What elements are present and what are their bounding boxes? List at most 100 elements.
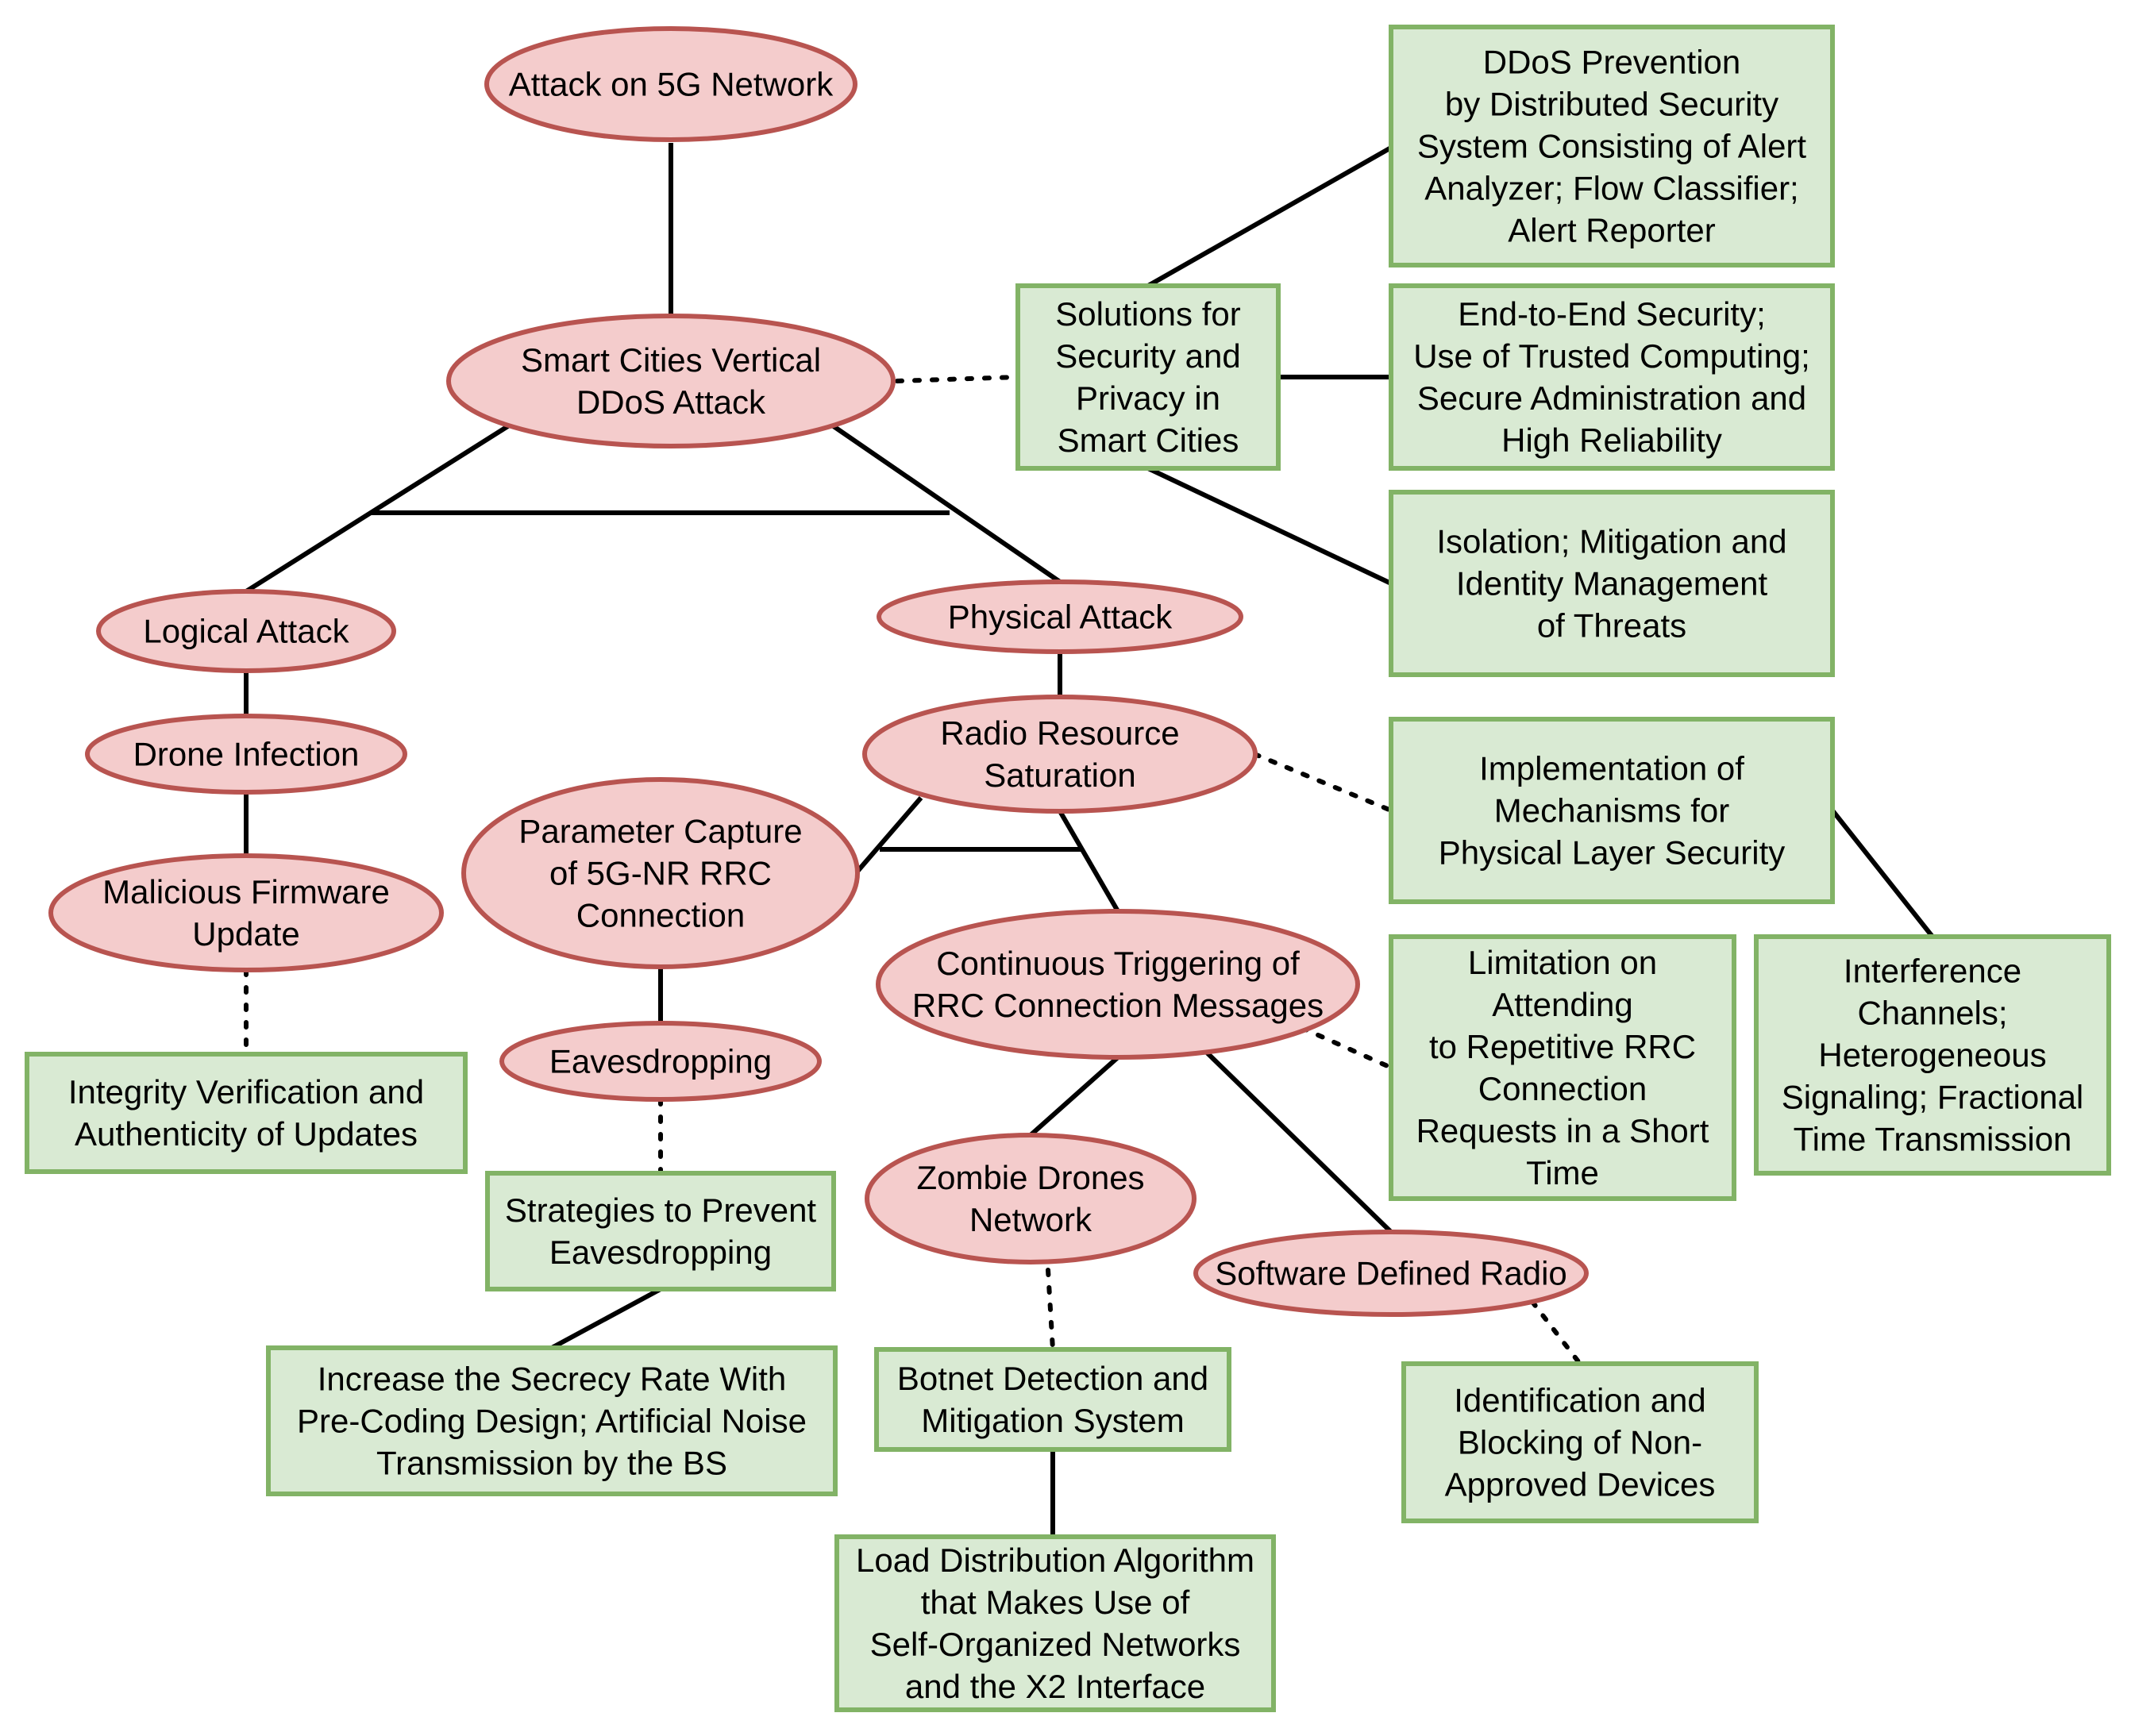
botnet-detection-label-line: Mitigation System (921, 1402, 1184, 1439)
load-distribution-box (834, 1534, 1276, 1712)
end-to-end-label-line: High Reliability (1501, 421, 1722, 459)
edge-radio-resource-to-continuous-triggering (1058, 810, 1120, 913)
identification-blocking-label-line: Identification and (1454, 1382, 1706, 1419)
zombie-drones-label-line: Zombie Drones (916, 1159, 1144, 1196)
edge-solutions-smart-cities-to-ddos-prevention (1146, 145, 1393, 288)
node-physical-attack: Physical Attack (877, 579, 1243, 654)
isolation-label-line: Isolation; Mitigation and (1436, 523, 1786, 560)
ddos-prevention-label-line: DDoS Prevention (1483, 44, 1741, 81)
physical-attack-ellipse (877, 579, 1243, 654)
radio-resource-label-line: Radio Resource (940, 714, 1179, 752)
physical-layer-security-label-line: Physical Layer Security (1439, 834, 1786, 872)
end-to-end-label-line: End-to-End Security; (1458, 295, 1766, 333)
limitation-rrc-label-line: Time (1526, 1154, 1599, 1191)
load-distribution-label-line: Load Distribution Algorithm (856, 1542, 1254, 1579)
edge-smart-cities-to-logical-attack (245, 421, 514, 594)
node-ddos-prevention: DDoS Prevention by Distributed SecuritySy… (1389, 25, 1835, 268)
integrity-verification-label-line: Integrity Verification and (68, 1073, 424, 1111)
edge-physical-layer-security-to-interference-channels (1830, 809, 1935, 938)
ddos-prevention-label-line: System Consisting of Alert (1417, 128, 1807, 165)
edge-software-defined-radio-to-identification-blocking (1530, 1299, 1582, 1366)
physical-layer-security-box (1389, 717, 1835, 904)
edge-zombie-drones-to-botnet-detection (1046, 1268, 1055, 1352)
secrecy-rate-label-line: Increase the Secrecy Rate With (318, 1361, 787, 1398)
node-secrecy-rate: Increase the Secrecy Rate WithPre-Coding… (266, 1345, 838, 1496)
ddos-prevention-label-line: by Distributed Security (1445, 86, 1778, 123)
smart-cities-label-line: Smart Cities Vertical (521, 341, 821, 379)
limitation-rrc-label-line: Connection (1478, 1070, 1647, 1107)
radio-resource-label-line: Saturation (984, 756, 1135, 794)
limitation-rrc-label-line: to Repetitive RRC (1429, 1028, 1696, 1065)
solutions-smart-cities-label-line: Privacy in (1076, 379, 1220, 417)
node-eavesdropping: Eavesdropping (499, 1021, 822, 1102)
edge-smart-cities-to-solutions-smart-cities (895, 375, 1020, 383)
edge-smart-cities-to-physical-attack (827, 421, 1062, 584)
continuous-triggering-label-line: Continuous Triggering of (936, 945, 1300, 982)
strategies-eavesdropping-label-line: Strategies to Prevent (505, 1191, 817, 1229)
interference-channels-label-line: Interference (1844, 953, 2021, 990)
end-to-end-box (1389, 283, 1835, 471)
botnet-detection-box (874, 1347, 1231, 1452)
edge-continuous-triggering-to-software-defined-radio (1204, 1050, 1393, 1234)
solutions-smart-cities-label-line: Security and (1055, 337, 1240, 375)
node-logical-attack: Logical Attack (96, 589, 396, 673)
parameter-capture-label-line: Connection (576, 897, 745, 934)
strategies-eavesdropping-box (485, 1171, 836, 1291)
edges-layer (244, 143, 1935, 1537)
eavesdropping-label-line: Eavesdropping (549, 1043, 772, 1080)
botnet-detection-label-line: Botnet Detection and (897, 1360, 1208, 1397)
interference-channels-label-line: Signaling; Fractional (1782, 1079, 2084, 1116)
identification-blocking-box (1401, 1361, 1759, 1523)
node-root: Attack on 5G Network (484, 26, 857, 142)
limitation-rrc-label-line: Limitation on (1468, 944, 1657, 981)
root-ellipse (484, 26, 857, 142)
interference-channels-box (1754, 934, 2111, 1176)
parameter-capture-ellipse (461, 777, 860, 969)
edge-continuous-triggering-to-zombie-drones (1029, 1055, 1119, 1137)
node-drone-infection: Drone Infection (85, 714, 407, 795)
isolation-box (1389, 490, 1835, 677)
malicious-firmware-ellipse (48, 853, 444, 972)
end-to-end-label-line: Secure Administration and (1417, 379, 1806, 417)
zombie-drones-ellipse (865, 1133, 1197, 1264)
integrity-verification-box (25, 1052, 468, 1174)
interference-channels-label-line: Channels; (1857, 995, 2007, 1032)
integrity-verification-label-line: Authenticity of Updates (75, 1115, 418, 1153)
solutions-smart-cities-label-line: Smart Cities (1058, 421, 1239, 459)
edge-continuous-triggering-to-limitation-rrc (1300, 1026, 1393, 1070)
solutions-smart-cities-label-line: Solutions for (1055, 295, 1240, 333)
node-software-defined-radio: Software Defined Radio (1193, 1230, 1589, 1317)
smart-cities-ellipse (446, 314, 896, 448)
malicious-firmware-label-line: Malicious Firmware (102, 873, 390, 910)
physical-layer-security-label-line: Implementation of (1479, 750, 1744, 787)
ddos-prevention-label-line: Analyzer; Flow Classifier; (1424, 170, 1798, 207)
interference-channels-label-line: Heterogeneous (1818, 1037, 2046, 1074)
root-label-line: Attack on 5G Network (509, 66, 834, 103)
edge-strategies-eavesdropping-to-secrecy-rate (550, 1287, 662, 1350)
isolation-label-line: Identity Management (1456, 565, 1768, 602)
logical-attack-ellipse (96, 589, 396, 673)
secrecy-rate-box (266, 1345, 838, 1496)
secrecy-rate-label-line: Transmission by the BS (376, 1445, 727, 1482)
drone-infection-label-line: Drone Infection (133, 736, 360, 773)
identification-blocking-label-line: Blocking of Non- (1458, 1424, 1702, 1461)
parameter-capture-label-line: of 5G-NR RRC (549, 855, 772, 892)
strategies-eavesdropping-label-line: Eavesdropping (549, 1234, 772, 1271)
load-distribution-label-line: Self-Organized Networks (870, 1626, 1241, 1663)
drone-infection-ellipse (85, 714, 407, 795)
